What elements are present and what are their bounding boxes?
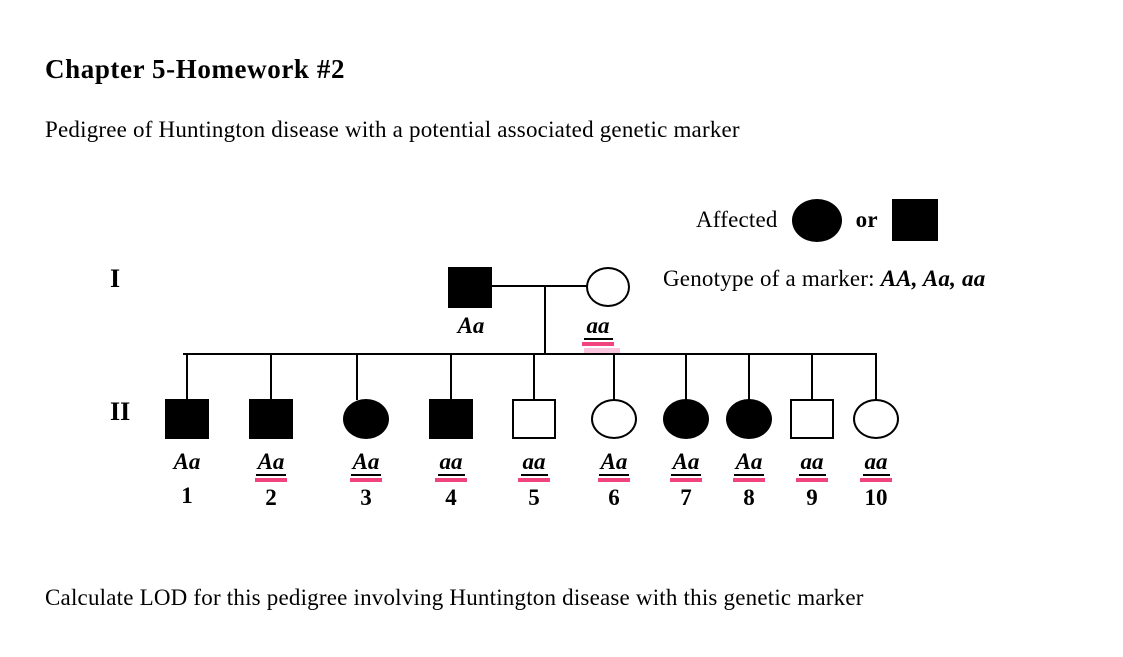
child-8-female-affected-symbol	[726, 399, 772, 439]
subtitle: Pedigree of Huntington disease with a po…	[45, 117, 740, 142]
father-genotype-label: Aa	[449, 314, 493, 338]
drop-line-7	[685, 355, 687, 400]
child-2-genotype: Aa	[255, 449, 287, 476]
child-10-column: aa 10	[844, 399, 908, 510]
marker-underline-bar	[733, 478, 765, 482]
father-genotype: Aa	[457, 313, 485, 338]
generation-i-label: I	[110, 264, 121, 293]
marker-underline-bar	[255, 478, 287, 482]
legend-affected-label: Affected	[696, 207, 778, 232]
child-3-column: Aa 3	[334, 399, 398, 510]
marker-underline-bar	[350, 478, 382, 482]
child-5-genotype: aa	[520, 449, 548, 476]
child-8-genotype: Aa	[733, 449, 765, 476]
drop-line-3	[356, 355, 358, 400]
child-5-column: aa 5	[502, 399, 566, 510]
child-10-genotype: aa	[862, 449, 890, 476]
child-6-genotype: Aa	[598, 449, 630, 476]
affected-legend: Affected or	[696, 198, 938, 242]
question-text: Calculate LOD for this pedigree involvin…	[45, 585, 864, 610]
child-9-genotype: aa	[798, 449, 826, 476]
child-1-genotype: Aa	[173, 449, 201, 474]
drop-line-5	[533, 355, 535, 400]
child-7-number: 7	[680, 485, 692, 510]
child-7-female-affected-symbol	[663, 399, 709, 439]
page-title: Chapter 5-Homework #2	[45, 54, 346, 84]
generation-ii-label: II	[110, 397, 131, 426]
child-9-number: 9	[806, 485, 818, 510]
drop-line-2	[270, 355, 272, 400]
child-2-number: 2	[265, 485, 277, 510]
marker-underline-bar	[598, 478, 630, 482]
affected-female-icon	[791, 198, 842, 242]
child-4-male-affected-symbol	[429, 399, 473, 439]
child-1-column: Aa 1	[155, 399, 219, 508]
sibship-line	[183, 353, 877, 355]
child-6-column: Aa 6	[582, 399, 646, 510]
drop-line-9	[811, 355, 813, 400]
child-6-number: 6	[608, 485, 620, 510]
child-4-column: aa 4	[419, 399, 483, 510]
affected-male-icon	[891, 199, 938, 241]
marker-underline-bar	[670, 478, 702, 482]
drop-line-6	[613, 355, 615, 400]
child-8-number: 8	[743, 485, 755, 510]
marker-underline-light-bar	[584, 348, 620, 354]
drop-line-1	[186, 355, 188, 400]
marker-underline-bar	[518, 478, 550, 482]
drop-line-10	[875, 355, 877, 400]
marker-underline-bar	[796, 478, 828, 482]
couple-line	[492, 285, 588, 287]
child-10-female-unaffected-symbol	[853, 399, 899, 439]
mother-genotype-label: aa	[576, 314, 620, 354]
child-1-number: 1	[181, 483, 193, 508]
child-8-column: Aa 8	[717, 399, 781, 510]
marker-underline-bar	[582, 342, 614, 346]
child-7-column: Aa 7	[654, 399, 718, 510]
child-6-female-unaffected-symbol	[591, 399, 637, 439]
marker-underline-bar	[435, 478, 467, 482]
genotype-legend-label: Genotype of a marker:	[663, 266, 875, 291]
marker-underline-bar	[860, 478, 892, 482]
child-7-genotype: Aa	[670, 449, 702, 476]
legend-or-label: or	[855, 207, 878, 232]
child-4-number: 4	[445, 485, 457, 510]
child-3-female-affected-symbol	[343, 399, 389, 439]
drop-line-8	[748, 355, 750, 400]
child-9-column: aa 9	[780, 399, 844, 510]
child-10-number: 10	[864, 485, 888, 510]
child-4-genotype: aa	[437, 449, 465, 476]
child-5-male-unaffected-symbol	[512, 399, 556, 439]
mother-unaffected-symbol	[586, 267, 630, 307]
child-2-column: Aa 2	[239, 399, 303, 510]
child-1-male-affected-symbol	[165, 399, 209, 439]
genotype-legend: Genotype of a marker: AA, Aa, aa	[663, 266, 985, 292]
mother-genotype: aa	[583, 314, 613, 340]
child-2-male-affected-symbol	[249, 399, 293, 439]
drop-line-4	[450, 355, 452, 400]
descent-line	[544, 286, 546, 354]
spacer-bar	[171, 476, 203, 480]
child-9-male-unaffected-symbol	[790, 399, 834, 439]
child-3-genotype: Aa	[350, 449, 382, 476]
child-3-number: 3	[360, 485, 372, 510]
genotype-legend-values: AA, Aa, aa	[880, 266, 986, 291]
child-5-number: 5	[528, 485, 540, 510]
father-affected-symbol	[448, 267, 492, 308]
